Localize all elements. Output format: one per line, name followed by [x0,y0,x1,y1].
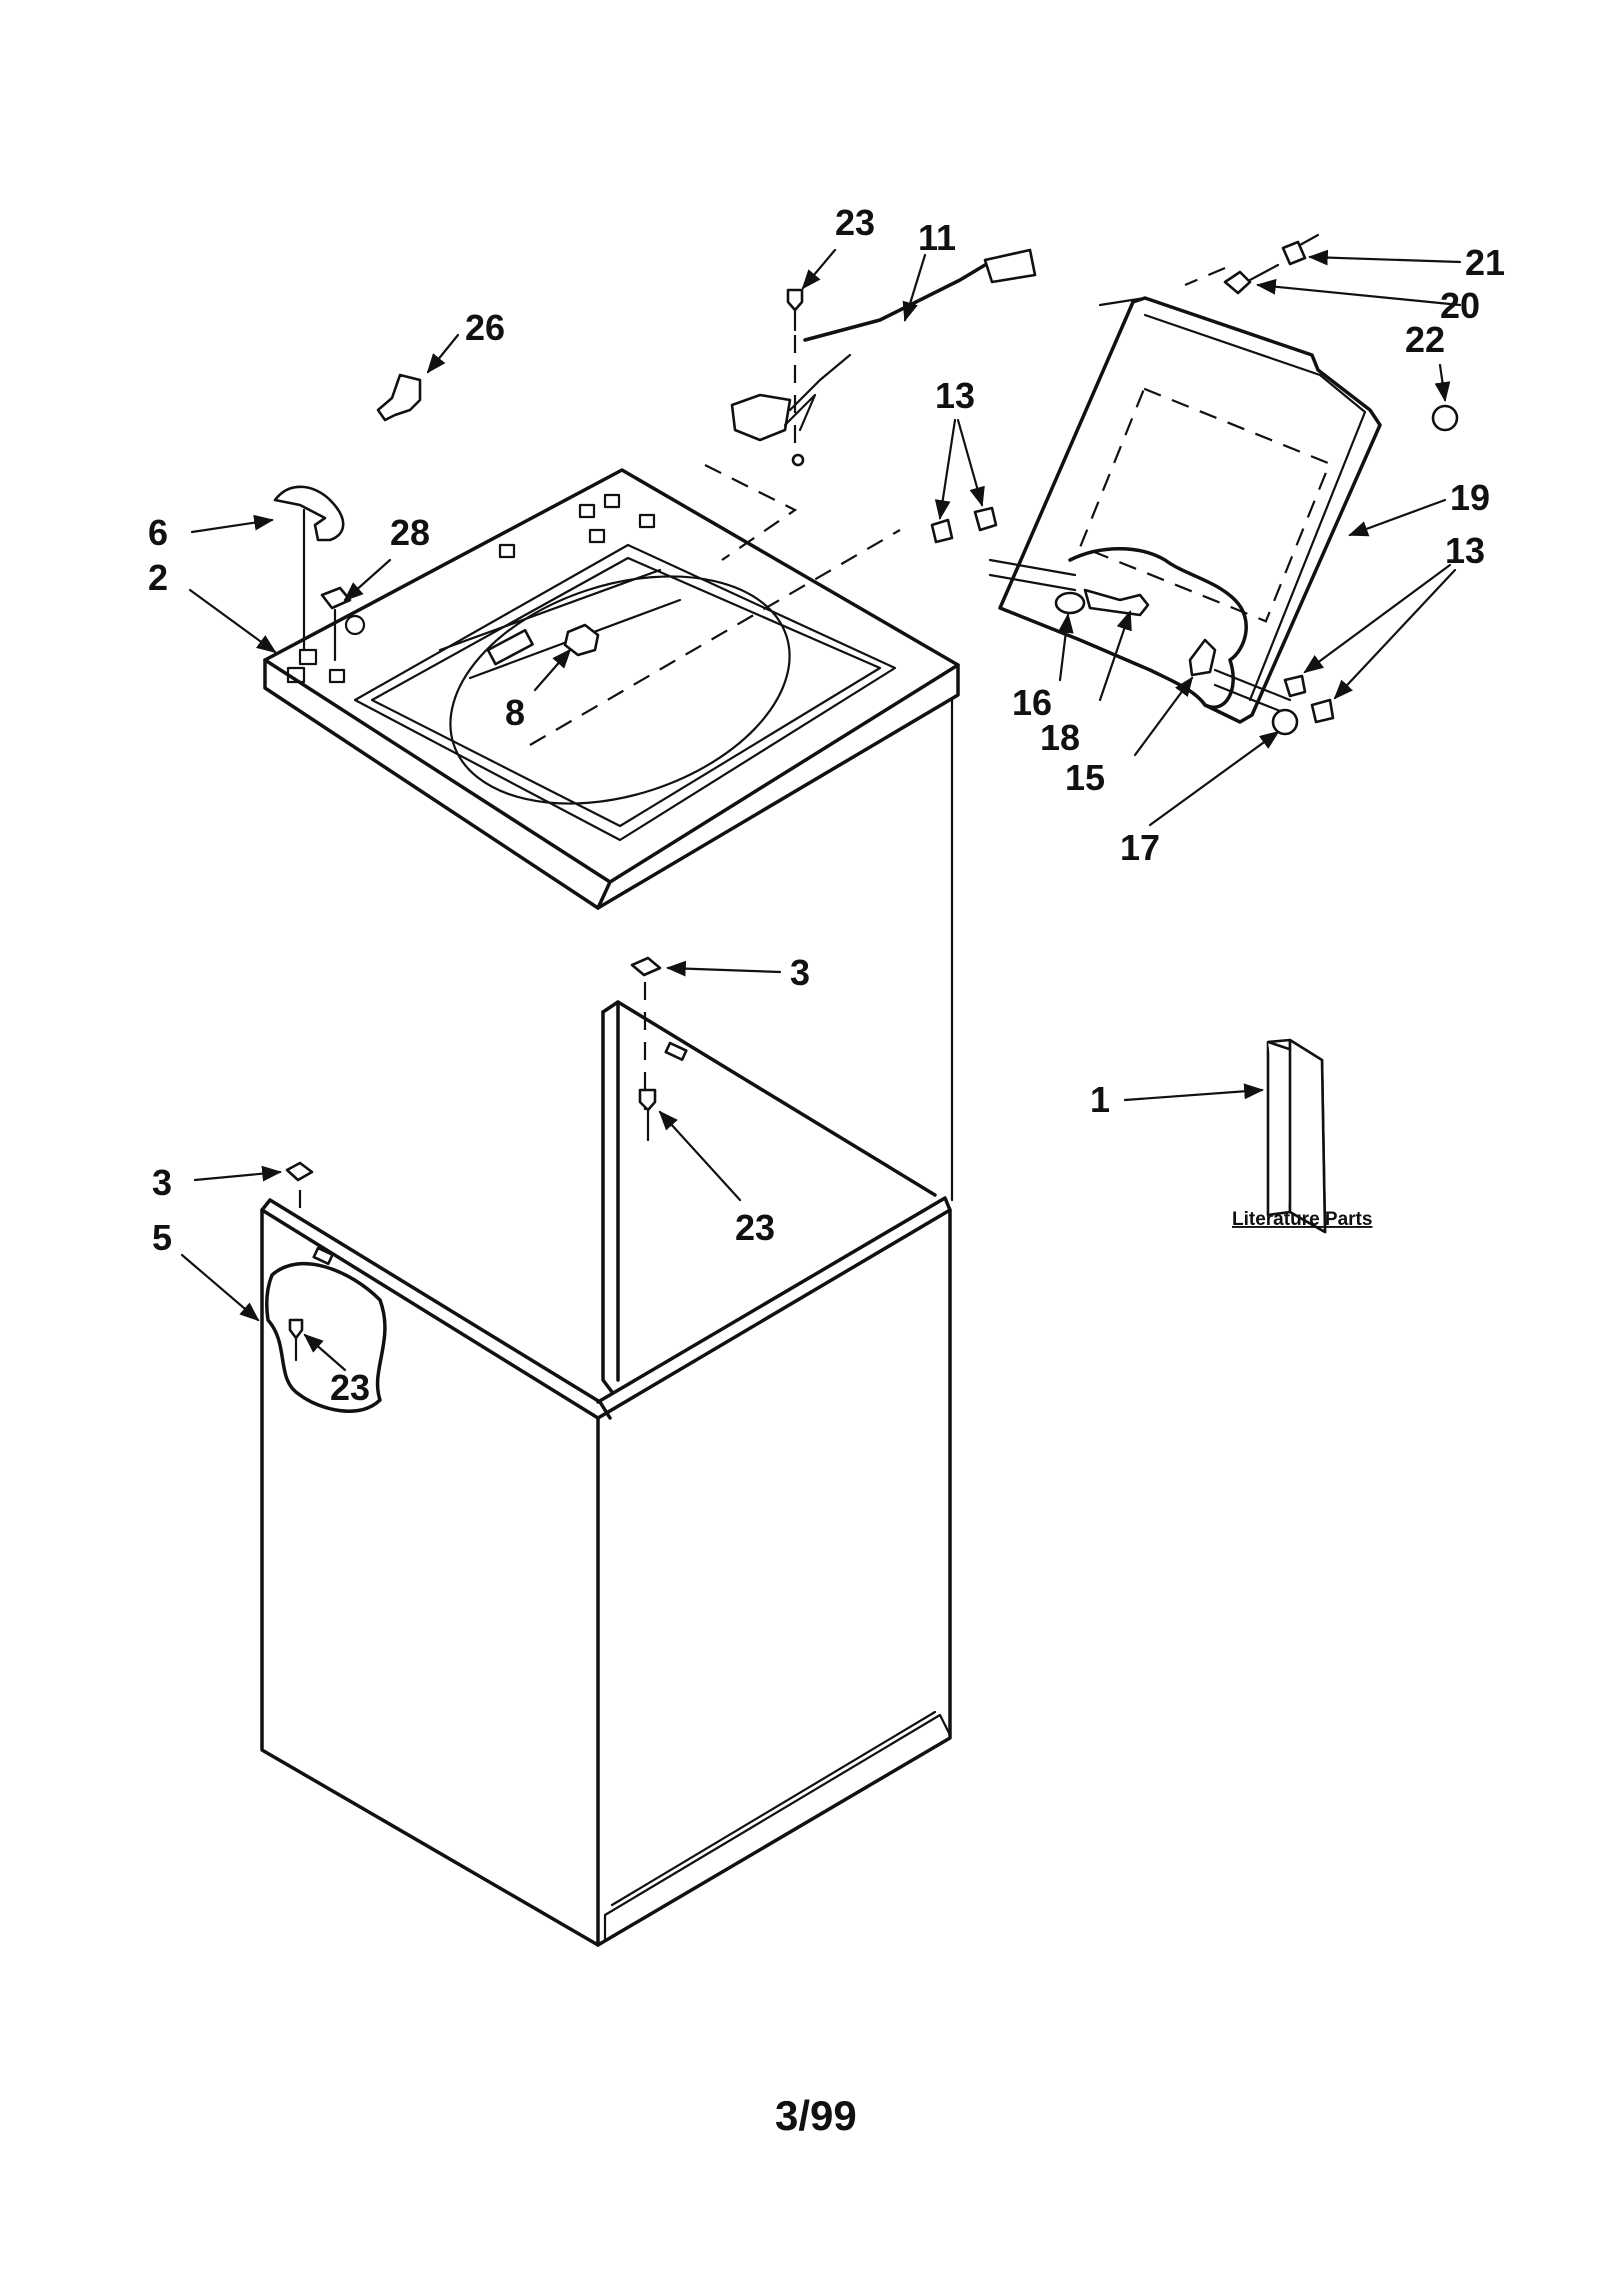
cabinet [260,698,954,1947]
top-panel [263,464,960,910]
callout-20: 20 [1440,285,1480,326]
callout-16: 16 [1012,682,1052,723]
callout-labels: 6 2 28 26 8 23 11 13 13 16 18 15 17 19 2… [148,202,1505,2139]
callout-13-left: 13 [935,375,975,416]
lid [988,266,1382,724]
callout-19: 19 [1450,477,1490,518]
callout-3-left: 3 [152,1162,172,1203]
callout-8: 8 [505,692,525,733]
callout-2: 2 [148,557,168,598]
callout-5: 5 [152,1217,172,1258]
callout-6: 6 [148,512,168,553]
hardware [273,233,1459,1362]
callout-28: 28 [390,512,430,553]
leader-arrows [180,248,1462,1372]
footer-date: 3/99 [775,2092,857,2139]
literature-parts-label: Literature Parts [1232,1209,1372,1230]
callout-26: 26 [465,307,505,348]
callout-3-mid: 3 [790,952,810,993]
callout-21: 21 [1465,242,1505,283]
callout-13-right: 13 [1445,530,1485,571]
callout-1: 1 [1090,1079,1110,1120]
callout-15: 15 [1065,757,1105,798]
callout-22: 22 [1405,319,1445,360]
callout-23-inner: 23 [330,1367,370,1408]
callout-18: 18 [1040,717,1080,758]
callout-17: 17 [1120,827,1160,868]
callout-23-top: 23 [835,202,875,243]
callout-11: 11 [918,217,956,258]
callout-23-mid: 23 [735,1207,775,1248]
